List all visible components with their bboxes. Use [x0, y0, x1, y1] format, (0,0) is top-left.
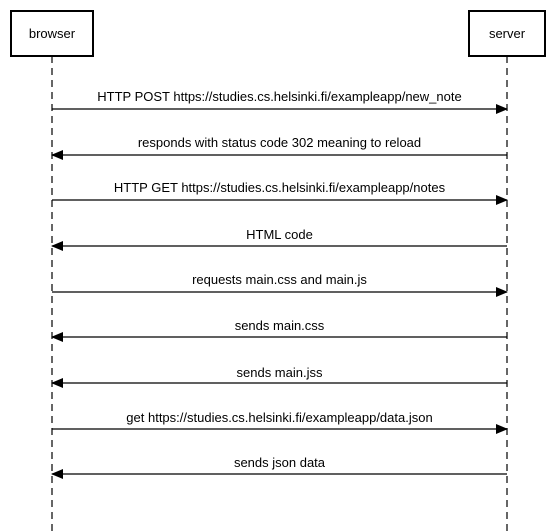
message-label: sends main.jss — [237, 365, 323, 380]
server-box — [468, 10, 546, 57]
browser-participant: browser — [10, 10, 94, 57]
message-6: sends main.css — [51, 318, 507, 342]
message-label: sends json data — [234, 455, 326, 470]
message-label: sends main.css — [235, 318, 325, 333]
message-label: get https://studies.cs.helsinki.fi/examp… — [126, 410, 432, 425]
message-3: HTTP GET https://studies.cs.helsinki.fi/… — [52, 180, 508, 205]
message-label: HTTP POST https://studies.cs.helsinki.fi… — [97, 89, 461, 104]
message-label: HTML code — [246, 227, 313, 242]
server-label: server — [489, 26, 526, 41]
message-4: HTML code — [51, 227, 507, 251]
server-participant: server — [468, 10, 546, 57]
message-label: requests main.css and main.js — [192, 272, 367, 287]
message-2: responds with status code 302 meaning to… — [51, 135, 507, 160]
message-8: get https://studies.cs.helsinki.fi/examp… — [52, 410, 508, 434]
message-9: sends json data — [51, 455, 507, 479]
message-label: HTTP GET https://studies.cs.helsinki.fi/… — [114, 180, 446, 195]
browser-box — [10, 10, 94, 57]
message-1: HTTP POST https://studies.cs.helsinki.fi… — [52, 89, 508, 114]
message-label: responds with status code 302 meaning to… — [138, 135, 421, 150]
message-5: requests main.css and main.js — [52, 272, 508, 297]
message-7: sends main.jss — [51, 365, 507, 388]
browser-label: browser — [29, 26, 76, 41]
